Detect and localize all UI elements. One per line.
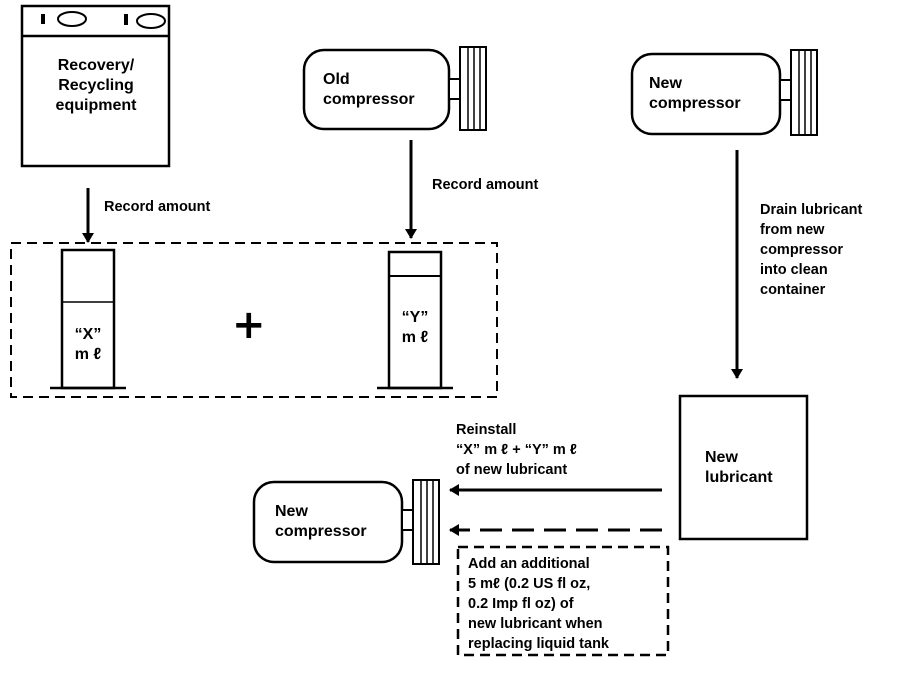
additional-note-text: Add an additional 5 mℓ (0.2 US fl oz, 0.… xyxy=(468,556,609,652)
compressor-pulley-icon xyxy=(790,49,818,136)
new-compressor-bottom xyxy=(252,479,440,565)
new-compressor-bottom-label: New compressor xyxy=(275,503,367,540)
recovery-machine-label: Recovery/ Recycling equipment xyxy=(55,57,137,114)
cylinder-x-label: “X” m ℓ xyxy=(74,326,102,363)
gauge-left-icon xyxy=(57,11,87,27)
reinstall-label: Reinstall “X” m ℓ + “Y” m ℓ of new lubri… xyxy=(456,422,577,478)
old-compressor xyxy=(302,46,487,131)
gauge-right-icon xyxy=(136,13,166,29)
record-amount-right-label: Record amount xyxy=(432,177,539,193)
drain-instructions: Drain lubricant from new compressor into… xyxy=(760,202,863,298)
new-lubricant-label: New lubricant xyxy=(705,449,773,486)
cylinders-dashed-frame xyxy=(10,242,498,398)
recovery-recycling-machine xyxy=(20,4,171,168)
gauge-left-icon xyxy=(41,14,45,24)
plus-sign: + xyxy=(232,302,266,348)
gauge-right-icon xyxy=(124,14,128,25)
old-compressor-label: Old compressor xyxy=(323,71,415,108)
compressor-pulley-icon xyxy=(459,46,487,131)
compressor-pulley-icon xyxy=(412,479,440,565)
record-amount-left-label: Record amount xyxy=(104,199,211,215)
measuring-cylinder-y xyxy=(377,250,453,390)
additional-note-frame xyxy=(456,545,670,657)
new-compressor-top-label: New compressor xyxy=(649,75,741,112)
new-compressor-top xyxy=(630,49,818,136)
measuring-cylinder-x xyxy=(50,248,126,390)
new-lubricant-container xyxy=(678,394,809,541)
cylinder-y-label: “Y” m ℓ xyxy=(401,309,429,346)
